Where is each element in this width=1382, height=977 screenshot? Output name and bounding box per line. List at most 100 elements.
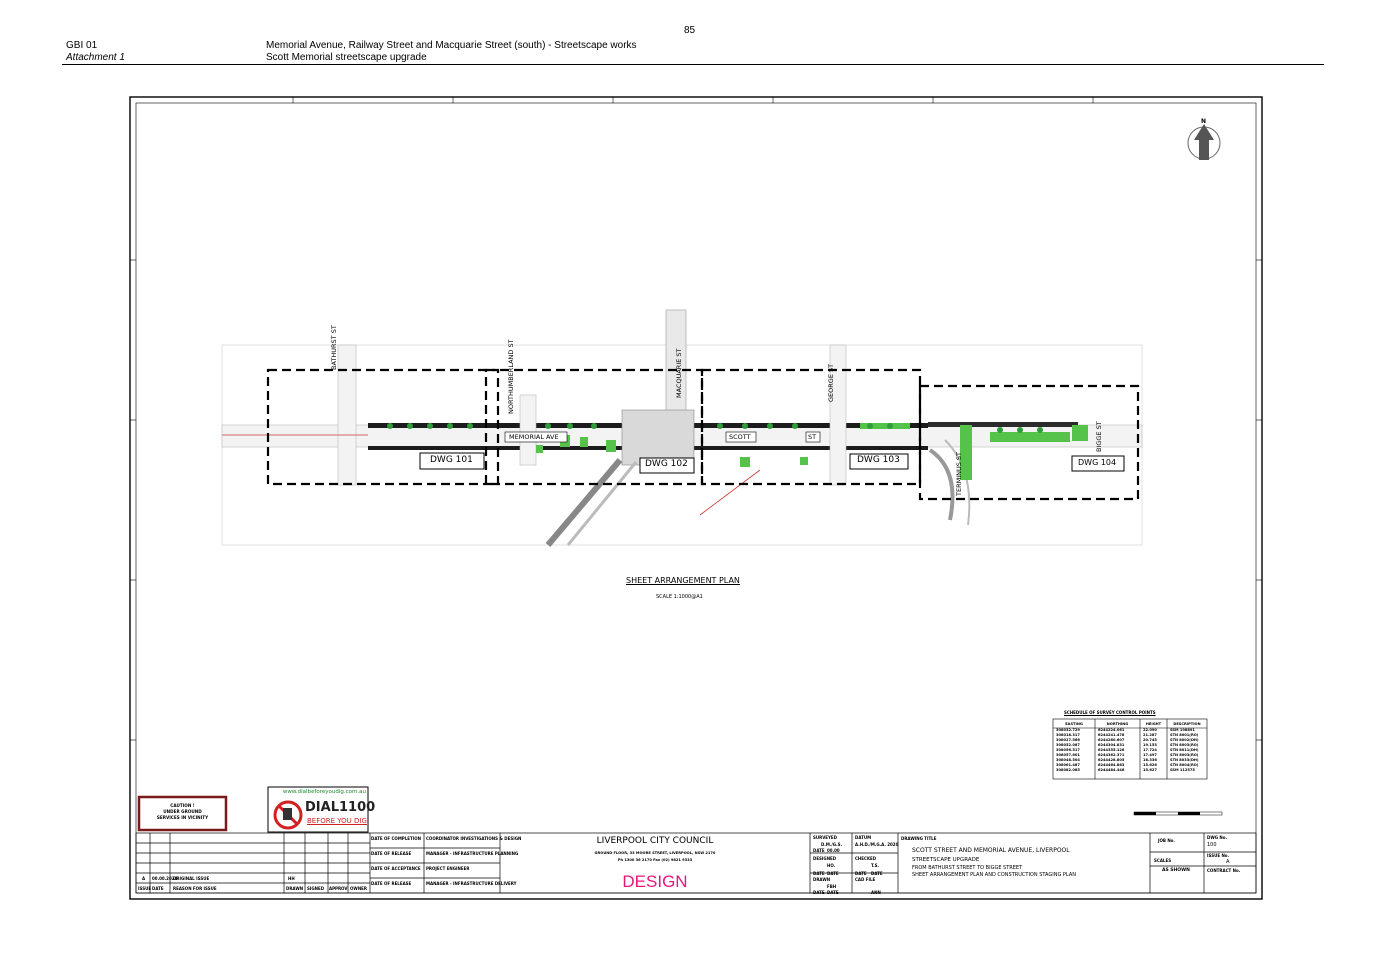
sign-row-3-date: DATE OF ACCEPTANCE <box>371 866 421 871</box>
meta-date3-label: DATE <box>813 890 825 895</box>
col-easting: EASTING <box>1065 722 1083 726</box>
meta-checked-label: CHECKED <box>855 856 877 861</box>
document-ref: GBI 01 <box>66 40 98 51</box>
survey-table-title: SCHEDULE OF SURVEY CONTROL POINTS <box>1064 710 1156 715</box>
survey-cell: 22.090 <box>1143 728 1157 732</box>
header-subtitle: Scott Memorial streetscape upgrade <box>266 52 427 63</box>
plan-title: SHEET ARRANGEMENT PLAN <box>626 576 740 585</box>
dwg-label-103: DWG 103 <box>857 455 900 465</box>
design-status: DESIGN <box>622 872 688 891</box>
street-label-terminus: TERMINUS ST <box>955 451 963 496</box>
survey-cell: SSM 198891 <box>1170 728 1195 732</box>
meta-drawn-value: FBH <box>827 884 837 889</box>
meta-checked-value: T.S. <box>871 863 880 868</box>
meta-surveyed-value: D.M./G.S. <box>821 842 843 847</box>
survey-cell: 6244355.126 <box>1098 748 1125 752</box>
survey-cell: STN 8002(DH) <box>1170 738 1199 742</box>
survey-cell: STN 8003(RO) <box>1170 753 1199 757</box>
sign-row-4-date: DATE OF RELEASE <box>371 881 412 886</box>
survey-cell: 6244362.371 <box>1098 753 1125 757</box>
drawing-title-label: DRAWING TITLE <box>901 836 937 841</box>
col-height: HEIGHT <box>1145 722 1162 726</box>
header-title: Memorial Avenue, Railway Street and Macq… <box>266 40 637 51</box>
job-no-label: JOB No. <box>1158 838 1175 843</box>
col-description: DESCRIPTION <box>1173 722 1201 726</box>
dwg-no-label: DWG No. <box>1207 835 1228 840</box>
meta-datum-value: A.H.D./M.G.A. 2020 <box>855 842 899 847</box>
survey-cell: 308061.487 <box>1056 763 1080 767</box>
dial-number: DIAL1100 <box>305 800 376 815</box>
rev-col-owner: OWNER <box>350 886 367 891</box>
stage-box-104 <box>918 384 1140 501</box>
dwg-label-101: DWG 101 <box>430 455 473 465</box>
header-rule <box>62 64 1324 65</box>
street-label-george: GEORGE ST <box>827 363 835 402</box>
caution-line3: SERVICES IN VICINITY <box>156 815 209 820</box>
survey-cell: 6244464.863 <box>1098 763 1125 767</box>
council-name: LIVERPOOL CITY COUNCIL <box>596 836 714 846</box>
survey-cell: 6244224.061 <box>1098 728 1125 732</box>
survey-row: 308032.729 6244224.061 22.090 SSM 198891 <box>1053 728 1207 733</box>
survey-cell: 17.724 <box>1143 748 1157 752</box>
rev-col-reason: REASON FOR ISSUE <box>173 886 217 891</box>
meta-date2-label: DATE <box>813 871 825 876</box>
revision-header: ISSUE DATE REASON FOR ISSUE DRAWN SIGNED… <box>137 885 369 893</box>
survey-cell: STN 8033(DH) <box>1170 758 1199 762</box>
survey-cell: 15.626 <box>1143 763 1157 767</box>
survey-table-header: EASTING NORTHING HEIGHT DESCRIPTION <box>1053 720 1207 728</box>
issue-no-value: A <box>1226 859 1230 865</box>
survey-cell: STN 8003(RO) <box>1170 743 1199 747</box>
meta-date2-value: DATE <box>827 871 839 876</box>
north-arrow-icon <box>1187 124 1221 160</box>
plan-scale: SCALE 1:1000@A1 <box>656 594 703 600</box>
page-number: 85 <box>684 25 696 36</box>
rev-col-drawn: DRAWN <box>286 886 304 891</box>
revision-row: A 00.00.2024 ORIGINAL ISSUE HH <box>137 875 369 883</box>
survey-cell: 17.497 <box>1143 753 1157 757</box>
meta-date3-value: DATE <box>827 890 839 895</box>
meta-cadfile-label: CAD FILE <box>855 877 876 882</box>
rev-col-approv: APPROV <box>329 886 348 891</box>
drawing-title-line3: FROM BATHURST STREET TO BIGGE STREET <box>912 865 1023 871</box>
sign-row-4-role: MANAGER - INFRASTRUCTURE DELIVERY <box>426 881 517 886</box>
meta-designed-label: DESIGNED <box>813 856 837 861</box>
survey-cell: 308056.517 <box>1056 748 1080 752</box>
survey-cell: 308027.566 <box>1056 738 1080 742</box>
street-label-macquarie: MACQUARIE ST <box>675 348 683 398</box>
street-label-memorial: MEMORIAL AVE <box>509 433 559 441</box>
survey-cell: 15.627 <box>1143 768 1157 772</box>
council-phone: Ph 1300 36 2170 Fax (02) 9821 9333 <box>617 858 693 862</box>
contract-no-label: CONTRACT No. <box>1207 868 1241 873</box>
stage-box-101 <box>266 368 500 486</box>
street-label-bathurst: BATHURST ST <box>330 325 338 370</box>
survey-cell: 20.745 <box>1143 738 1157 742</box>
survey-cell: 308048.504 <box>1056 758 1080 762</box>
survey-cell: 308018.317 <box>1056 733 1080 737</box>
sign-row-3-role: PROJECT ENGINEER <box>426 866 470 871</box>
scale-bar <box>1133 811 1223 816</box>
dwg-no-value: 100 <box>1207 842 1217 848</box>
rev-col-date: DATE <box>152 886 164 891</box>
drawing-title-line4: SHEET ARRANGEMENT PLAN AND CONSTRUCTION … <box>912 872 1076 878</box>
council-address: GROUND FLOOR, 33 MOORE STREET, LIVERPOOL… <box>594 851 716 855</box>
meta-datum-label: DATUM <box>855 835 872 840</box>
survey-cell: 308052.087 <box>1056 743 1080 747</box>
caution-sign <box>137 795 228 832</box>
survey-cell: 6244241.478 <box>1098 733 1125 737</box>
meta-drawn-label: DRAWN <box>813 877 831 882</box>
survey-cell: 6244280.607 <box>1098 738 1125 742</box>
sign-row-1-role: COORDINATOR INVESTIGATIONS & DESIGN <box>426 836 522 841</box>
caution-line1: CAUTION ! <box>170 803 195 808</box>
col-northing: NORTHING <box>1106 722 1129 726</box>
survey-cell: 16.336 <box>1143 758 1157 762</box>
rev-date: 00.00.2024 <box>152 876 178 881</box>
survey-cell: 308032.729 <box>1056 728 1080 732</box>
attachment-label: Attachment 1 <box>66 52 125 63</box>
survey-cell: 308057.601 <box>1056 753 1080 757</box>
meta-date-value: 00.00 <box>827 848 840 853</box>
survey-cell: SSM 112575 <box>1170 768 1195 772</box>
survey-cell: STN 8001(RO) <box>1170 733 1199 737</box>
meta-ann-value: ANN <box>871 890 881 895</box>
